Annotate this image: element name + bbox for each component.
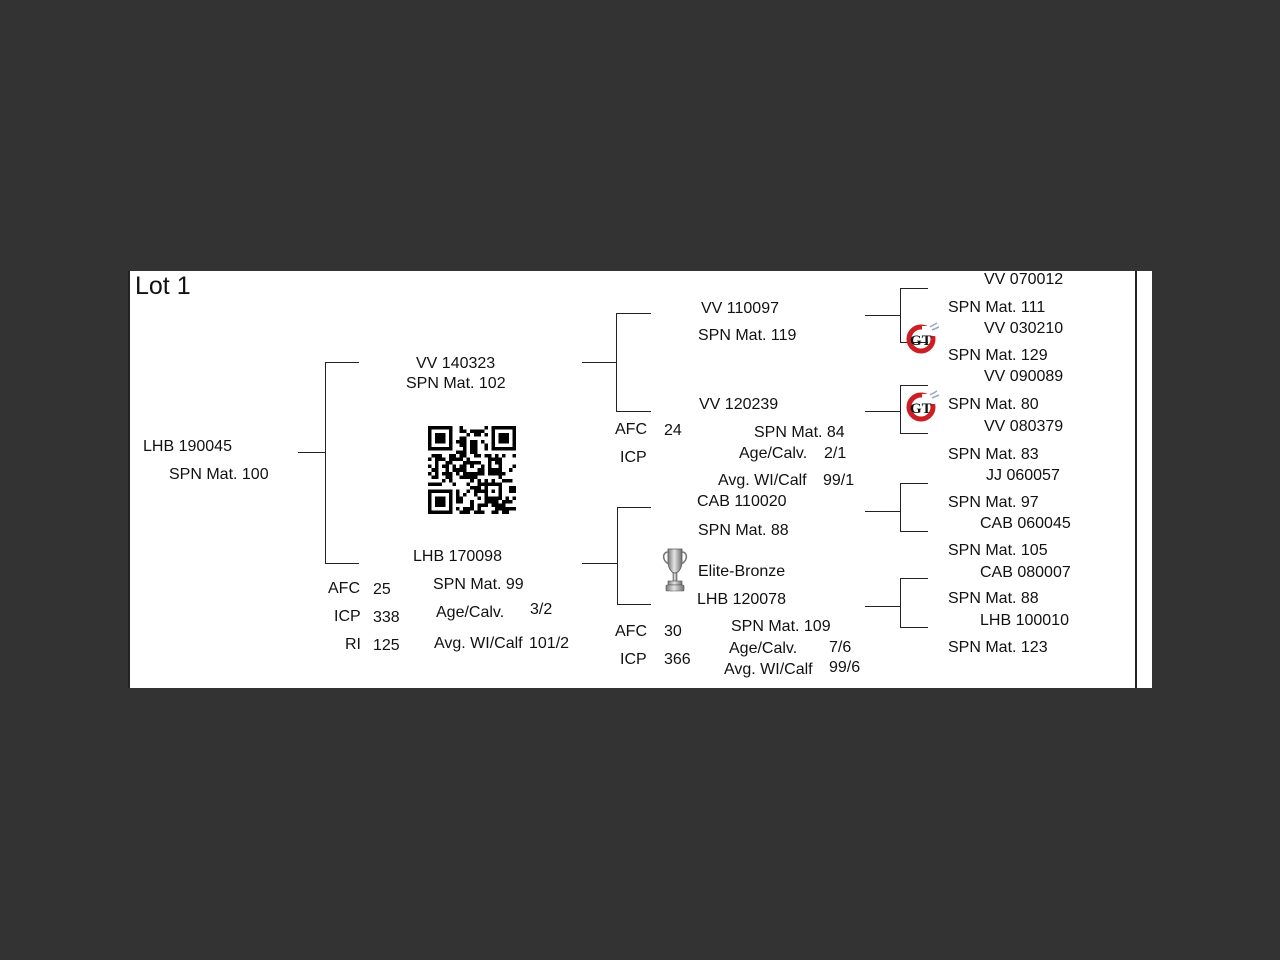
- sire-dam-age-calv-value: 2/1: [824, 445, 847, 462]
- gen4-spn: SPN Mat. 80: [948, 396, 1039, 413]
- connector: [617, 604, 651, 605]
- gen4-id: VV 070012: [984, 271, 1064, 288]
- sire-sire-spn: SPN Mat. 119: [698, 327, 797, 344]
- connector: [616, 313, 617, 412]
- sire-dam-id: VV 120239: [699, 396, 779, 413]
- dam-avg-label: Avg. WI/Calf: [434, 635, 523, 652]
- dam-dam-age-calv-value: 7/6: [829, 639, 852, 656]
- lot-title: Lot 1: [135, 272, 191, 300]
- connector: [865, 411, 901, 412]
- connector: [865, 606, 901, 607]
- trophy-icon: [662, 548, 688, 592]
- dam-dam-spn: SPN Mat. 109: [731, 618, 831, 635]
- connector: [617, 507, 651, 508]
- gen4-id: JJ 060057: [986, 467, 1060, 484]
- connector: [865, 511, 901, 512]
- svg-text:GT: GT: [910, 333, 932, 349]
- dam-dam-avg-value: 99/6: [829, 659, 861, 676]
- connector: [325, 362, 359, 363]
- page-left-border: [128, 271, 130, 688]
- dam-afc-label: AFC: [328, 580, 360, 597]
- gen4-id: VV 090089: [984, 368, 1064, 385]
- dam-spn: SPN Mat. 99: [433, 576, 524, 593]
- connector: [900, 483, 901, 532]
- connector: [900, 531, 928, 532]
- sire-dam-avg-value: 99/1: [823, 472, 855, 489]
- dam-icp-value: 338: [373, 609, 400, 626]
- dam-sire-id: CAB 110020: [697, 493, 787, 510]
- sire-sire-id: VV 110097: [701, 300, 779, 317]
- connector: [298, 452, 326, 453]
- dam-dam-age-calv-label: Age/Calv.: [729, 640, 798, 657]
- connector: [617, 507, 618, 605]
- gen4-id: VV 030210: [984, 320, 1064, 337]
- gen4-spn: SPN Mat. 123: [948, 639, 1048, 656]
- gt-logo-icon: GT: [906, 390, 940, 422]
- gen4-id: LHB 100010: [980, 612, 1069, 629]
- dam-icp-label: ICP: [334, 608, 361, 625]
- dam-ri-value: 125: [373, 637, 400, 654]
- sire-dam-spn: SPN Mat. 84: [754, 424, 845, 441]
- dam-age-calv-label: Age/Calv.: [436, 604, 505, 621]
- subject-spn: SPN Mat. 100: [169, 466, 269, 483]
- gen4-id: CAB 080007: [980, 564, 1071, 581]
- gen4-id: CAB 060045: [980, 515, 1071, 532]
- connector: [900, 288, 901, 343]
- connector: [865, 315, 901, 316]
- connector: [900, 342, 928, 343]
- dam-dam-afc-label: AFC: [615, 623, 647, 640]
- connector: [325, 563, 359, 564]
- sire-dam-icp-label: ICP: [620, 449, 647, 466]
- dam-age-calv-value: 3/2: [530, 601, 553, 618]
- sire-dam-afc-value: 24: [664, 422, 682, 439]
- connector: [900, 385, 928, 386]
- dam-dam-afc-value: 30: [664, 623, 682, 640]
- gen4-spn: SPN Mat. 83: [948, 446, 1039, 463]
- sire-dam-age-calv-label: Age/Calv.: [739, 445, 808, 462]
- connector: [900, 433, 928, 434]
- qr-code: [428, 426, 516, 514]
- connector: [582, 362, 616, 363]
- gen4-spn: SPN Mat. 111: [948, 299, 1046, 316]
- pedigree-card: Lot 1 LHB 190045 SPN Mat. 100 VV 140323 …: [128, 271, 1152, 688]
- subject-id: LHB 190045: [143, 438, 232, 455]
- svg-text:GT: GT: [910, 401, 932, 417]
- dam-sire-spn: SPN Mat. 88: [698, 522, 789, 539]
- dam-dam-id: LHB 120078: [697, 591, 786, 608]
- gen4-id: VV 080379: [984, 418, 1064, 435]
- dam-avg-value: 101/2: [529, 635, 570, 652]
- sire-dam-avg-label: Avg. WI/Calf: [718, 472, 807, 489]
- connector: [582, 563, 617, 564]
- connector: [900, 627, 928, 628]
- connector: [900, 483, 928, 484]
- connector: [616, 313, 651, 314]
- connector: [900, 578, 901, 628]
- connector: [900, 578, 928, 579]
- sire-spn: SPN Mat. 102: [406, 375, 506, 392]
- gen4-spn: SPN Mat. 97: [948, 494, 1039, 511]
- connector: [900, 288, 928, 289]
- dam-dam-icp-label: ICP: [620, 651, 647, 668]
- gen4-spn: SPN Mat. 105: [948, 542, 1048, 559]
- dam-ri-label: RI: [345, 636, 361, 653]
- connector: [900, 385, 901, 434]
- sire-id: VV 140323: [416, 355, 496, 372]
- gen4-spn: SPN Mat. 88: [948, 590, 1039, 607]
- gt-logo-icon: GT: [906, 322, 940, 354]
- sire-dam-afc-label: AFC: [615, 421, 647, 438]
- dam-dam-icp-value: 366: [664, 651, 691, 668]
- dam-dam-award: Elite-Bronze: [698, 563, 786, 580]
- page-right-border: [1135, 271, 1137, 688]
- dam-id: LHB 170098: [413, 548, 502, 565]
- connector: [616, 411, 651, 412]
- dam-dam-avg-label: Avg. WI/Calf: [724, 661, 813, 678]
- dam-afc-value: 25: [373, 581, 391, 598]
- connector: [325, 362, 326, 564]
- gen4-spn: SPN Mat. 129: [948, 347, 1048, 364]
